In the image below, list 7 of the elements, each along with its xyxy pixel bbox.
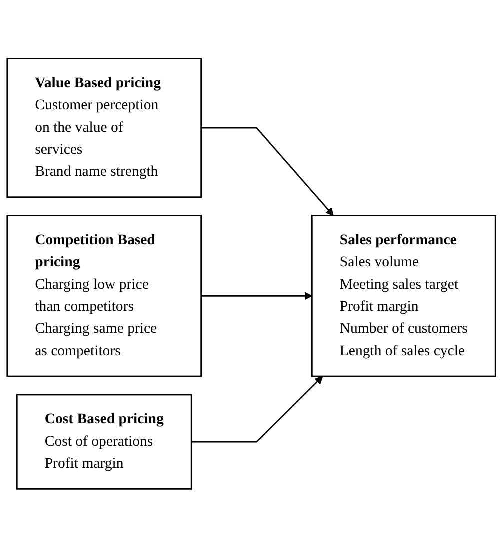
arrow [192,376,324,443]
node-box: Cost Based pricing Cost of operations Profit margin [16,394,192,490]
arrow [201,127,334,216]
arrow [201,292,313,300]
node-box: Sales performance Sales volume Meeting sales target Profit margin Number of customers Length of sales cycle [311,215,496,378]
node-box: Value Based pricing Customer perception on the value of services Brand name strength [6,58,202,198]
node-box: Competition Based pricing Charging low price than competitors Charging same price as competitors [6,215,202,378]
